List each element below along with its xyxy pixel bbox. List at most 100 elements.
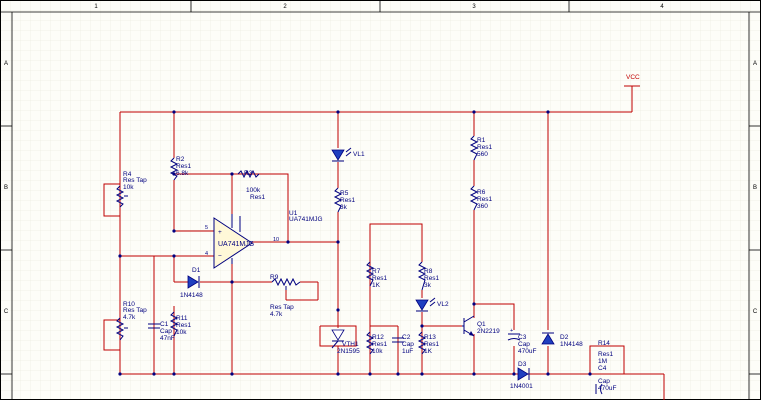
r8-type: Res1 (424, 275, 440, 282)
q1-part: 2N2219 (477, 328, 500, 335)
r9-type: Res Tap (270, 304, 294, 311)
row-label: C (4, 309, 9, 315)
r10-type: Res Tap (123, 307, 147, 314)
c3-plus: + (510, 328, 513, 334)
r1-value: 560 (477, 151, 488, 158)
resistor-r8[interactable]: R8 Res1 3k (417, 261, 440, 291)
thyristor-vth1[interactable]: VTH1 2N1595 (331, 329, 360, 355)
resistor-r3[interactable]: R3 100k Res1 (237, 169, 266, 201)
r9-value: 4.7k (270, 311, 283, 318)
r5-type: Res1 (340, 197, 356, 204)
c4-type: Cap (598, 378, 610, 385)
c1-value: 47nF (160, 335, 175, 342)
r4-value: 10k (123, 184, 134, 191)
c1-ref: C1 (160, 321, 169, 328)
r1-type: Res1 (477, 144, 493, 151)
r5-ref: R5 (340, 190, 349, 197)
resistor-r7[interactable]: R7 Res1 1K (365, 261, 388, 289)
capacitor-c1[interactable]: C1 Cap 47nF (148, 321, 175, 342)
c3-ref: C3 (518, 334, 527, 341)
r13-ref: R13 (424, 334, 436, 341)
r14-ref: R14 (598, 340, 610, 347)
junctions (118, 110, 592, 376)
r8-value: 3k (424, 282, 432, 289)
row-label: B (4, 185, 8, 191)
capacitor-c4[interactable]: C4 Cap 470uF (595, 365, 616, 395)
c4-ref: C4 (598, 365, 607, 372)
r12-ref: R12 (372, 334, 384, 341)
vth1-ref: VTH1 (342, 341, 359, 348)
resistor-r13[interactable]: R13 Res1 1K (417, 331, 440, 355)
diode-d3[interactable]: D3 1N4001 (510, 361, 533, 390)
resistor-r11[interactable]: R11 Res1 10k (169, 311, 192, 337)
c2-type: Cap (402, 341, 414, 348)
row-label: B (753, 185, 757, 191)
diode-d2[interactable]: D2 1N4148 (541, 332, 583, 348)
c2-ref: C2 (402, 334, 411, 341)
c3-type: Cap (518, 341, 530, 348)
c2-value: 1uF (402, 348, 413, 355)
r14-type: Res1 (598, 351, 614, 358)
r10-value: 4.7k (123, 314, 136, 321)
minus-sign: − (218, 253, 222, 260)
q1-ref: Q1 (477, 321, 486, 328)
r3-type: Res1 (250, 194, 266, 201)
plus-sign: + (218, 229, 222, 236)
vcc-power-port[interactable]: VCC (624, 74, 640, 87)
resistor-r5[interactable]: R5 Res1 3k (333, 187, 356, 213)
capacitor-c3[interactable]: + C3 Cap 470uF (507, 328, 536, 355)
r6-value: 360 (477, 203, 488, 210)
wires (103, 86, 665, 400)
resistor-r4[interactable]: R4 Res Tap 10k (115, 171, 147, 208)
opamp-u1[interactable]: + − UA741MJG 5 4 10 U1 UA741MJG (205, 210, 323, 269)
d2-ref: D2 (560, 334, 569, 341)
r8-ref: R8 (424, 268, 433, 275)
r12-value: 10k (372, 348, 383, 355)
r1-ref: R1 (477, 137, 486, 144)
r3-value: 100k (246, 187, 261, 194)
r13-type: Res1 (424, 341, 440, 348)
resistor-r2[interactable]: R2 Res1 6.8k (169, 156, 192, 181)
d3-part: 1N4001 (510, 383, 533, 390)
r11-type: Res1 (176, 322, 192, 329)
pin-4: 4 (205, 251, 208, 257)
led-vl2[interactable]: VL2 (415, 297, 449, 312)
vth1-part: 2N1595 (337, 348, 360, 355)
r7-value: 1K (372, 282, 381, 289)
r5-value: 3k (340, 204, 348, 211)
vl2-ref: VL2 (437, 301, 449, 308)
transistor-q1[interactable]: Q1 2N2219 (462, 315, 500, 337)
r2-value: 6.8k (176, 170, 189, 177)
r2-ref: R2 (176, 156, 185, 163)
r11-ref: R11 (176, 315, 188, 322)
r7-ref: R7 (372, 268, 381, 275)
pin-5: 5 (205, 225, 208, 231)
r14-value: 1M (598, 358, 607, 365)
row-label: A (4, 61, 8, 67)
diode-d1[interactable]: D1 1N4148 (180, 267, 203, 299)
resistor-r1[interactable]: R1 Res1 560 (469, 135, 493, 161)
led-vl1[interactable]: VL1 (331, 147, 365, 162)
d3-ref: D3 (518, 361, 527, 368)
resistor-r10[interactable]: R10 Res Tap 4.7k (115, 301, 147, 341)
d2-part: 1N4148 (560, 341, 583, 348)
row-label: C (753, 309, 758, 315)
u1-body-label: UA741MJG (218, 241, 254, 248)
pin-10: 10 (273, 237, 279, 243)
resistor-r6[interactable]: R6 Res1 360 (469, 185, 493, 211)
r4-type: Res Tap (123, 177, 147, 184)
col-label: 4 (660, 4, 664, 10)
resistor-r14[interactable]: R14 Res1 1M (598, 340, 614, 365)
r6-type: Res1 (477, 196, 493, 203)
resistor-r12[interactable]: R12 Res1 10k (365, 331, 388, 355)
col-label: 3 (472, 4, 476, 10)
resistor-r9[interactable]: R9 Res Tap 4.7k (270, 274, 301, 318)
d1-ref: D1 (192, 267, 201, 274)
col-label: 1 (94, 4, 98, 10)
capacitor-c2[interactable]: C2 Cap 1uF (392, 334, 414, 355)
r4-ref: R4 (123, 171, 132, 178)
vl1-ref: VL1 (353, 151, 365, 158)
col-label: 2 (283, 4, 287, 10)
